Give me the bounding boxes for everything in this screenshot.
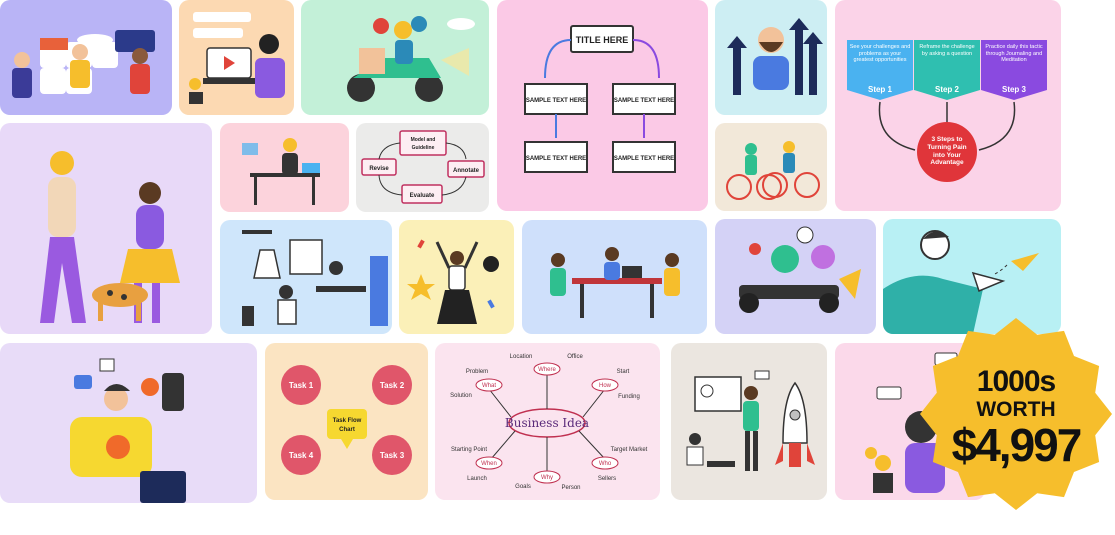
mindmap-goals: Goals (515, 484, 531, 490)
celebration-tile (399, 220, 514, 334)
cycle-bottom: Evaluate (410, 193, 435, 199)
cycle-top-line2: Guideline (412, 145, 435, 151)
flowchart-box1: SAMPLE TEXT HERE (526, 98, 586, 104)
scooter-delivery-tile (301, 0, 489, 115)
lab-scene-tile (220, 220, 392, 334)
mindmap-center: Business Idea (505, 416, 589, 430)
step3-text: Practice daily this tactic through Journ… (985, 44, 1043, 64)
taskflow-tile: Task 1 Task 2 Task 4 Task 3 Task Flow Ch… (265, 343, 428, 500)
desk-work-tile (220, 123, 349, 212)
dog-walk-illustration (40, 151, 180, 323)
mindmap-location: Location (510, 354, 533, 360)
taskflow-diagram: Task 1 Task 2 Task 4 Task 3 Task Flow Ch… (281, 365, 412, 475)
cycle-diagram-tile: Model and Guideline Revise Annotate Eval… (356, 123, 489, 212)
mindmap-sellers: Sellers (598, 476, 616, 482)
scooter-illustration (347, 16, 475, 102)
phone-user-tile (0, 343, 257, 503)
meeting-illustration (550, 247, 680, 318)
step2-label: Step 2 (935, 85, 960, 94)
cycle-diagram: Model and Guideline Revise Annotate Eval… (361, 130, 485, 204)
phone-illustration (70, 358, 186, 503)
puzzle-illustration (12, 30, 155, 98)
rocket-team-tile (671, 343, 827, 500)
value-badge: 1000s WORTH $4,997 (918, 316, 1114, 512)
badge-line3: $4,997 (951, 418, 1083, 471)
flowchart-box4: SAMPLE TEXT HERE (614, 156, 674, 162)
flowchart-tile: TITLE HERE SAMPLE TEXT HERE SAMPLE TEXT … (497, 0, 708, 211)
rocket-illustration (686, 370, 815, 471)
badge-text: 1000s WORTH $4,997 (918, 316, 1114, 512)
mindmap-what: What (482, 383, 496, 389)
step2-text: Reframe the challenge by asking a questi… (919, 44, 975, 57)
flowchart-box2: SAMPLE TEXT HERE (614, 98, 674, 104)
flowchart-box3: SAMPLE TEXT HERE (526, 156, 586, 162)
lab-illustration (242, 230, 388, 326)
taskflow-center-line2: Chart (339, 427, 355, 433)
growth-arrows-tile (715, 0, 827, 115)
paper-plane-tile (883, 219, 1061, 334)
cycle-right: Annotate (453, 168, 480, 174)
celebration-illustration (407, 239, 499, 324)
mindmap-tile: Business Idea Where What How When Who Wh… (435, 343, 660, 500)
cycling-illustration (726, 141, 820, 200)
arrows-illustration (727, 18, 823, 95)
racing-tile (715, 219, 876, 334)
mindmap-funding: Funding (618, 394, 640, 400)
mindmap-start: Start (617, 369, 630, 375)
starburst-badge-shape (920, 318, 1112, 510)
flowchart-title: TITLE HERE (576, 35, 629, 45)
mindmap-target-market: Target Market (611, 447, 648, 453)
mindmap-where: Where (538, 367, 556, 373)
task4-label: Task 4 (289, 451, 314, 460)
mindmap-how: How (599, 383, 612, 389)
mindmap-solution: Solution (450, 393, 472, 399)
mindmap-why: Why (541, 475, 553, 481)
mindmap-when: When (481, 461, 497, 467)
meeting-tile (522, 220, 707, 334)
video-laptop-tile (179, 0, 294, 115)
task3-label: Task 3 (380, 451, 405, 460)
mindmap-office: Office (567, 354, 583, 360)
mindmap-launch: Launch (467, 476, 487, 482)
mindmap-starting-point: Starting Point (451, 447, 487, 453)
badge-line1: 1000s (976, 364, 1056, 398)
cycle-left: Revise (369, 166, 389, 172)
mindmap-person: Person (561, 485, 580, 491)
flowchart-diagram: TITLE HERE SAMPLE TEXT HERE SAMPLE TEXT … (524, 25, 676, 173)
taskflow-center-line1: Task Flow (333, 418, 362, 424)
paper-plane-illustration (883, 230, 1039, 334)
cycling-tile (715, 123, 827, 211)
steps-tile: Step 1 Step 2 Step 3 See your challenges… (835, 0, 1061, 211)
step1-label: Step 1 (868, 85, 893, 94)
mindmap-who: Who (599, 461, 612, 467)
mindmap-problem: Problem (466, 369, 488, 375)
step1-text: See your challenges and problems as your… (849, 44, 911, 64)
puzzle-teamwork-tile (0, 0, 172, 115)
steps-diagram: Step 1 Step 2 Step 3 (847, 40, 1047, 182)
step3-label: Step 3 (1002, 85, 1027, 94)
racing-illustration (739, 226, 861, 313)
task2-label: Task 2 (380, 381, 405, 390)
badge-line2: WORTH (976, 397, 1056, 421)
mindmap-diagram: Business Idea Where What How When Who Wh… (450, 354, 648, 491)
task1-label: Task 1 (289, 381, 314, 390)
laptop-illustration (189, 12, 285, 104)
dog-walk-tile (0, 123, 212, 334)
desk-illustration (242, 138, 320, 205)
steps-center-text: 3 Steps to Turning Pain into Your Advant… (927, 136, 967, 167)
cycle-top-line: Model and (411, 137, 436, 143)
